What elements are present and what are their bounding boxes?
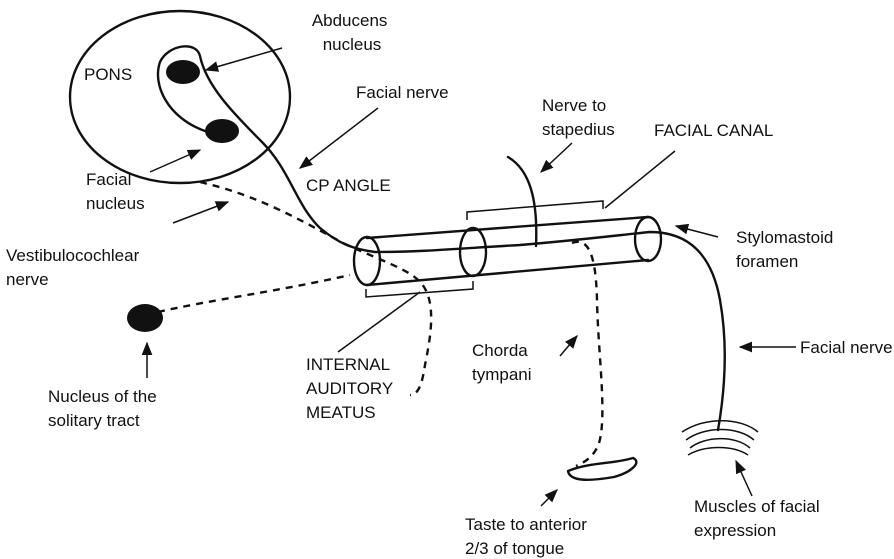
facial-canal-label: FACIAL CANAL	[654, 121, 773, 140]
vestibulocochlear-label: Vestibulocochlear nerve	[6, 246, 144, 289]
taste-label: Taste to anterior 2/3 of tongue	[465, 515, 592, 558]
nerve-to-stapedius-branch	[508, 157, 536, 246]
meatus-leader	[338, 292, 420, 352]
nerve-to-stapedius-label: Nerve to stapedius	[542, 96, 615, 139]
tongue-shape	[568, 458, 636, 480]
facial-canal-leader	[605, 151, 675, 208]
stylomastoid-ring	[635, 217, 661, 261]
facial-nerve-top-arrow	[300, 108, 378, 168]
chorda-tympani-label: Chorda tympani	[472, 341, 533, 384]
vestibulocochlear-arrow	[173, 202, 228, 223]
facial-nerve-right-label: Facial nerve	[800, 338, 893, 357]
facial-muscles-arcs	[682, 421, 758, 455]
stapedius-arrow	[541, 143, 572, 172]
internal-auditory-meatus-label: INTERNAL AUDITORY MEATUS	[306, 355, 398, 422]
chorda-tympani-path	[572, 242, 602, 466]
abducens-label: Abducens nucleus	[312, 11, 392, 54]
cp-angle-label: CP ANGLE	[306, 176, 391, 195]
facial-nucleus-dot	[205, 119, 239, 143]
stylomastoid-arrow	[676, 226, 718, 237]
facial-nucleus-label: Facial nucleus	[86, 170, 145, 213]
solitary-nucleus-dot	[127, 304, 163, 332]
meatus-ring-left	[354, 237, 380, 285]
muscles-arrow	[736, 461, 752, 496]
facial-nerve-top-label: Facial nerve	[356, 83, 449, 102]
muscles-label: Muscles of facial expression	[694, 497, 824, 540]
facial-nucleus-arrow	[150, 150, 200, 172]
pons-outline	[70, 11, 290, 183]
facial-nerve-path	[158, 46, 725, 430]
nucleus-solitary-label: Nucleus of the solitary tract	[48, 387, 161, 430]
pons-label: PONS	[84, 65, 132, 84]
meatus-ring-mid	[460, 228, 486, 276]
taste-arrow	[541, 490, 557, 506]
stylomastoid-label: Stylomastoid foramen	[736, 228, 838, 271]
solitary-tract-path	[158, 275, 350, 312]
abducens-nucleus-dot	[166, 60, 200, 84]
chorda-tympani-arrow	[560, 336, 577, 356]
abducens-arrow	[206, 48, 282, 70]
